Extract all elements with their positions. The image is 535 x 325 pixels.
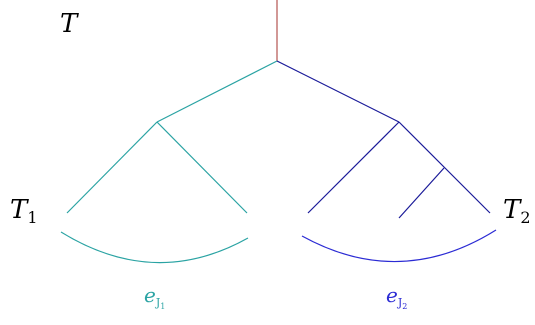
left-edge-set-label: eJ1 [144,283,165,311]
left-leaf-edge-a [66,121,158,214]
left-subtree-arc [60,231,249,264]
right-subtree-label: T2 [503,195,531,227]
right-subtree-arc [301,229,497,263]
right-subtree [276,60,491,219]
right-leaf-edge-b [398,121,491,214]
left-subtree [60,60,278,264]
right-branch-edge [276,60,400,123]
tree-label: T [60,9,79,39]
left-leaf-edge-b [156,121,248,214]
left-branch-edge [156,60,278,123]
right-edge-set-label: eJ2 [386,283,407,311]
left-subtree-label: T1 [10,195,38,227]
right-leaf-edge-a [307,121,400,214]
right-inner-leaf-edge [398,167,445,219]
